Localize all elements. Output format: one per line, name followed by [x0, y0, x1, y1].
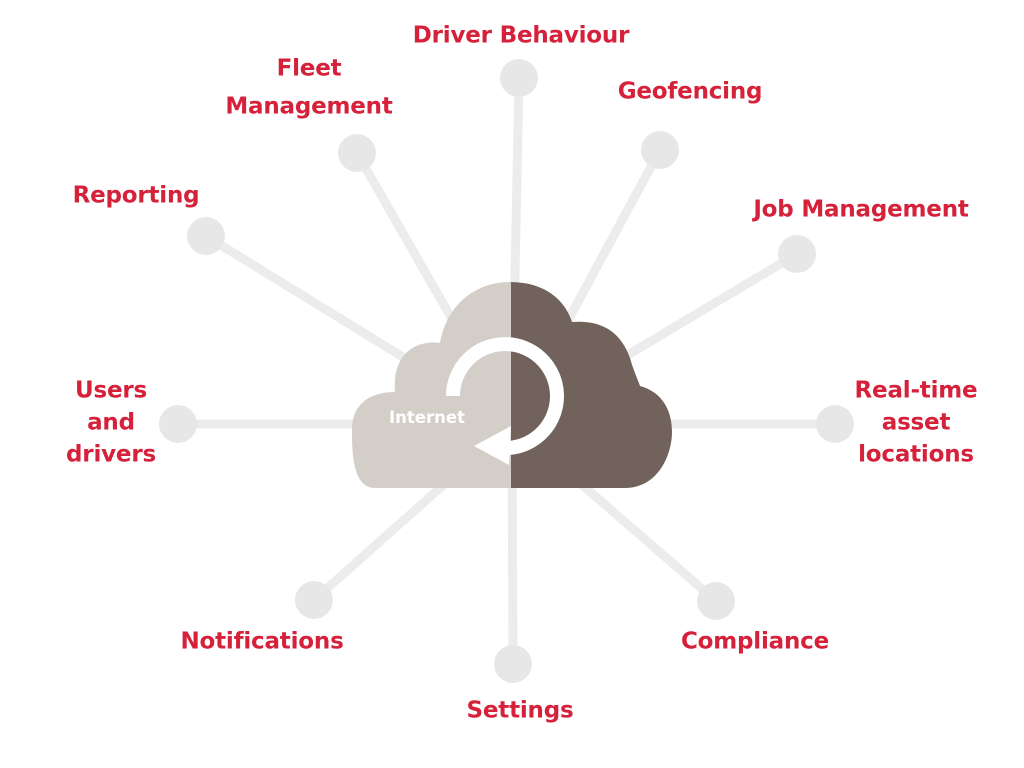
label-line: Job Management — [751, 197, 969, 223]
internet-cloud: Internet — [352, 282, 672, 488]
refresh-arrow-icon — [446, 337, 564, 465]
center-label: Internet — [389, 408, 465, 427]
spoke-nodes — [159, 59, 854, 683]
spoke-node-settings — [494, 645, 532, 683]
cloud-left-half — [352, 282, 512, 488]
label-line: asset — [882, 410, 951, 436]
spoke-node-driver-behaviour — [500, 59, 538, 97]
label-line: Notifications — [180, 629, 343, 655]
label-driver-behaviour: Driver Behaviour — [413, 23, 630, 49]
label-line: Compliance — [681, 629, 829, 655]
label-line: Reporting — [73, 183, 200, 209]
cloud-right-half — [511, 282, 672, 488]
label-line: Geofencing — [618, 79, 763, 105]
spoke-node-job-management — [778, 235, 816, 273]
label-job-management: Job Management — [751, 197, 969, 223]
spoke-node-geofencing — [641, 131, 679, 169]
label-line: drivers — [66, 442, 156, 468]
spoke-node-real-time-asset-locations — [816, 405, 854, 443]
label-notifications: Notifications — [180, 629, 343, 655]
label-line: locations — [858, 442, 974, 468]
label-line: Fleet — [277, 56, 342, 82]
label-geofencing: Geofencing — [618, 79, 763, 105]
label-line: Real-time — [855, 378, 978, 404]
spoke-node-compliance — [697, 582, 735, 620]
label-line: and — [87, 410, 135, 436]
label-settings: Settings — [467, 698, 574, 724]
spoke-node-users-and-drivers — [159, 405, 197, 443]
label-line: Management — [225, 94, 393, 120]
label-real-time-asset-locations: Real-time asset locations — [855, 378, 978, 468]
label-line: Settings — [467, 698, 574, 724]
label-line: Users — [75, 378, 147, 404]
label-users-and-drivers: Users and drivers — [66, 378, 156, 468]
spoke-node-reporting — [187, 217, 225, 255]
spoke-node-notifications — [295, 581, 333, 619]
spoke-node-fleet-management — [338, 134, 376, 172]
label-compliance: Compliance — [681, 629, 829, 655]
label-line: Driver Behaviour — [413, 23, 630, 49]
label-reporting: Reporting — [73, 183, 200, 209]
